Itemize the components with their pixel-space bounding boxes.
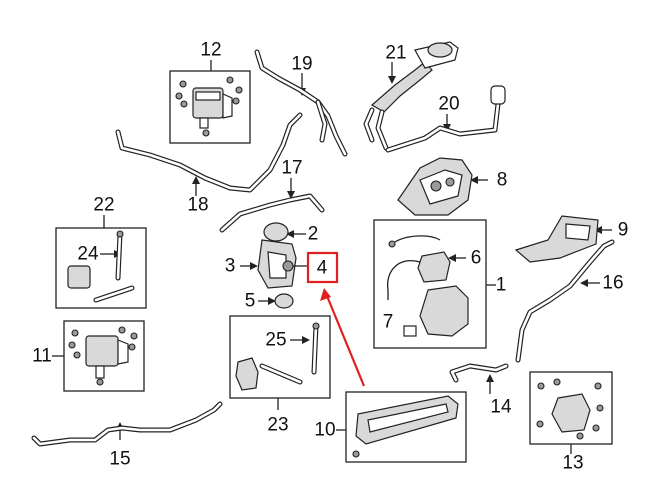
part-13-kit — [529, 371, 613, 454]
callout-25: 25 — [265, 329, 287, 351]
part-22-kit — [55, 215, 147, 309]
part-16-line — [515, 239, 615, 363]
part-10-shield — [336, 391, 467, 463]
callout-5: 5 — [244, 290, 256, 312]
callout-2: 2 — [307, 223, 319, 245]
part-19-line — [254, 49, 348, 157]
part-15-line — [31, 401, 223, 447]
callout-3: 3 — [224, 255, 236, 277]
callout-16: 16 — [602, 272, 624, 294]
callout-11: 11 — [32, 345, 52, 367]
callout-7: 7 — [382, 311, 394, 333]
part-17-hose — [219, 178, 325, 233]
callout-10: 10 — [314, 419, 336, 441]
callout-13: 13 — [562, 452, 584, 474]
part-12-kit — [169, 60, 251, 144]
highlight-callout-4 — [306, 251, 366, 387]
callout-22: 22 — [93, 194, 115, 216]
callout-12: 12 — [200, 39, 222, 61]
callout-19: 19 — [291, 53, 313, 75]
part-8-module — [397, 157, 488, 216]
callout-20: 20 — [438, 93, 460, 115]
callout-9: 9 — [617, 219, 629, 241]
part-1-kit — [373, 219, 496, 349]
part-23-kit — [229, 315, 331, 410]
callout-1: 1 — [495, 274, 507, 296]
part-9-bracket — [514, 215, 612, 263]
part-14-line — [449, 363, 509, 394]
part-11-kit — [52, 320, 145, 392]
callout-14: 14 — [490, 396, 512, 418]
callout-6: 6 — [470, 247, 482, 269]
callout-15: 15 — [109, 448, 131, 470]
part-18-hose — [115, 112, 303, 196]
callout-17: 17 — [281, 157, 303, 179]
callout-23: 23 — [267, 414, 289, 436]
callout-8: 8 — [496, 169, 508, 191]
part-21-bracket — [363, 41, 459, 151]
parts-2-3-4-5-assembly — [240, 222, 308, 309]
callout-18: 18 — [187, 194, 209, 216]
part-20-tube — [385, 85, 506, 153]
callout-21: 21 — [385, 42, 407, 64]
callout-24: 24 — [77, 243, 99, 265]
callout-4: 4 — [316, 257, 328, 279]
